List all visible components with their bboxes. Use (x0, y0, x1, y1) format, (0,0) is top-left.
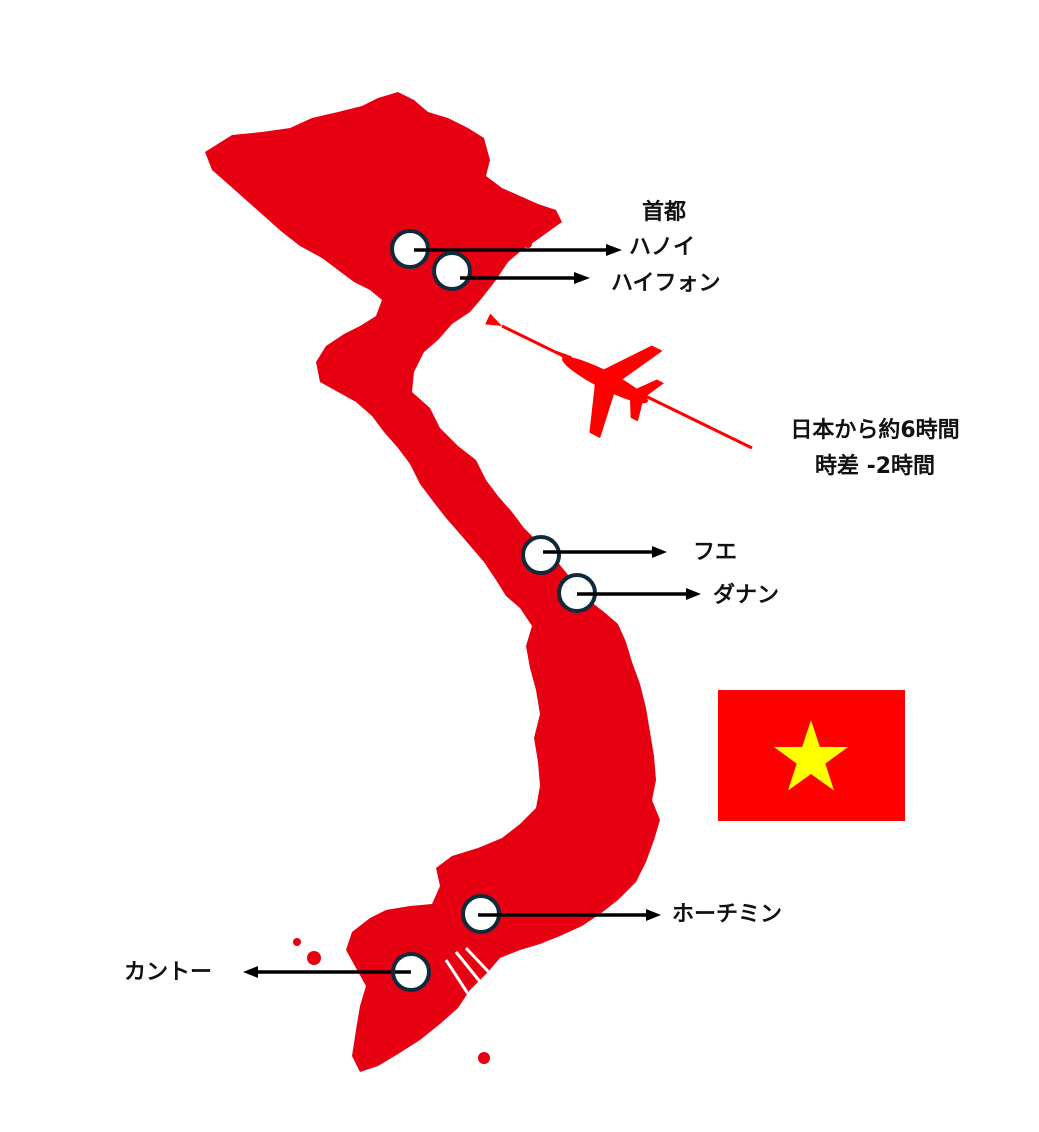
flight-time-text: 日本から約6時間 (790, 418, 960, 443)
marker-cantho[interactable] (243, 952, 431, 992)
island (478, 1052, 490, 1064)
marker-haiphong[interactable] (432, 251, 590, 291)
marker-hue[interactable] (521, 535, 667, 575)
capital-label: 首都 (641, 200, 686, 225)
city-label-haiphong: ハイフォン (611, 271, 721, 296)
island (541, 217, 551, 227)
vietnam-shape (205, 92, 660, 1072)
city-label-hue: フエ (693, 540, 738, 565)
star-icon (773, 720, 849, 791)
island (307, 951, 321, 965)
city-label-hanoi: ハノイ (629, 235, 696, 260)
marker-danang[interactable] (557, 573, 701, 613)
city-label-hochiminh: ホーチミン (672, 902, 783, 927)
time-difference-text: 時差 -2時間 (814, 454, 936, 479)
river-channels (444, 946, 502, 1007)
city-label-danang: ダナン (713, 583, 780, 608)
city-label-cantho: カントー (124, 960, 213, 985)
airplane-icon (556, 345, 665, 439)
marker-hochiminh[interactable] (461, 894, 661, 934)
island (524, 240, 532, 248)
vietnam-flag (718, 690, 905, 821)
marker-hanoi[interactable] (390, 229, 622, 269)
island (293, 938, 301, 946)
